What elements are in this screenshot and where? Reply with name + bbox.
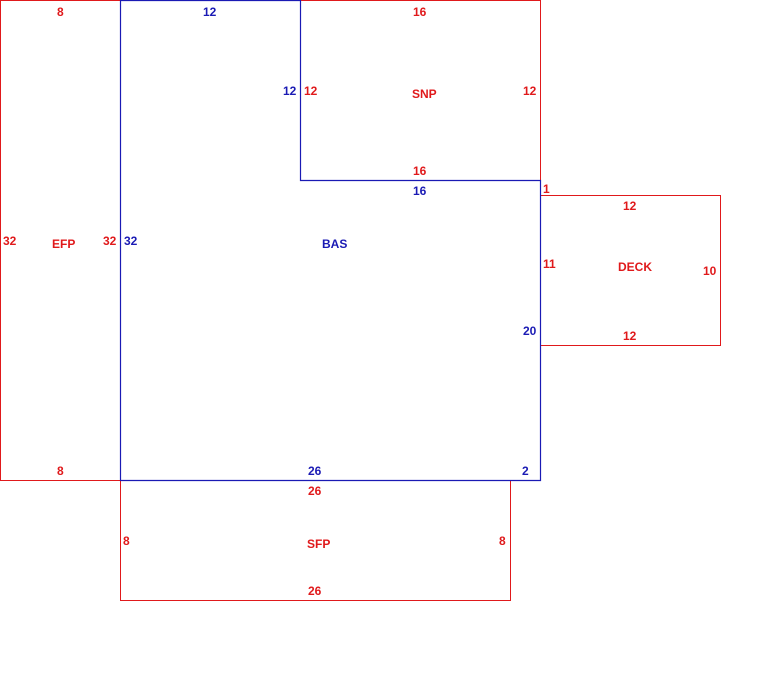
snp-bottom-dim: 16: [413, 164, 427, 178]
sfp-left-dim: 8: [123, 534, 130, 548]
deck-offset-dim: 1: [543, 182, 550, 196]
sfp-bottom-dim: 26: [308, 584, 322, 598]
deck-right-dim: 10: [703, 264, 717, 278]
sfp-right-dim: 8: [499, 534, 506, 548]
bas-left-dim: 32: [124, 234, 138, 248]
bas-bottom-right-dim: 2: [522, 464, 529, 478]
deck-area: DECK 1 12 11 10 12: [540, 182, 721, 346]
snp-label: SNP: [412, 87, 437, 101]
bas-label: BAS: [322, 237, 347, 251]
sfp-area: SFP 26 8 8 26: [120, 480, 511, 601]
sfp-label: SFP: [307, 537, 330, 551]
snp-left-dim: 12: [304, 84, 318, 98]
efp-top-dim: 8: [57, 5, 64, 19]
bas-top-dim: 12: [203, 5, 217, 19]
deck-top-dim: 12: [623, 199, 637, 213]
sfp-outline: [120, 480, 511, 601]
bas-notch-dim: 16: [413, 184, 427, 198]
bas-right-upper-dim: 12: [283, 84, 297, 98]
bas-right-dim: 20: [523, 324, 537, 338]
efp-right-dim: 32: [103, 234, 117, 248]
efp-bottom-dim: 8: [57, 464, 64, 478]
deck-outline: [540, 195, 721, 346]
snp-top-dim: 16: [413, 5, 427, 19]
bas-area: BAS 12 32 12 16 20 2 26: [119, 0, 542, 482]
snp-right-dim: 12: [523, 84, 537, 98]
bas-bottom-dim: 26: [308, 464, 322, 478]
snp-area: SNP 16 12 12 16: [300, 0, 541, 181]
sfp-top-dim: 26: [308, 484, 322, 498]
deck-left-dim: 11: [543, 257, 556, 271]
deck-bottom-dim: 12: [623, 329, 637, 343]
efp-left-dim: 32: [3, 234, 17, 248]
efp-label: EFP: [52, 237, 75, 251]
bas-outline: [119, 0, 542, 482]
efp-area: EFP 8 32 32 8: [0, 0, 121, 481]
deck-label: DECK: [618, 260, 652, 274]
